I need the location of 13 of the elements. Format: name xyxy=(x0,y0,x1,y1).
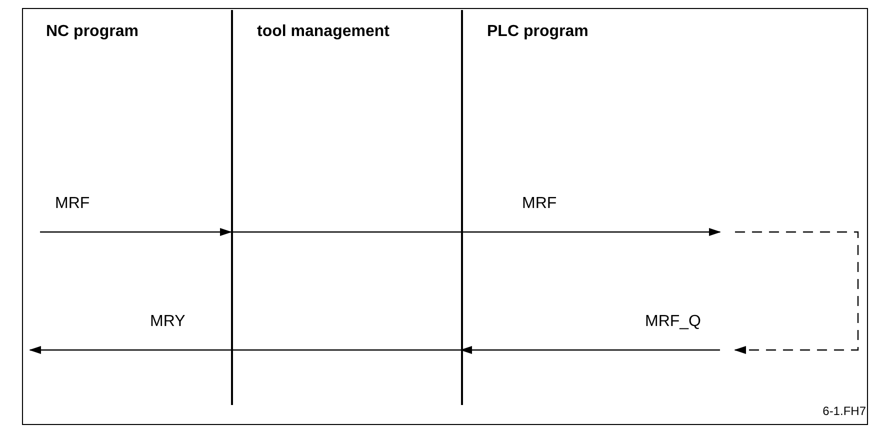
arrow xyxy=(734,231,859,354)
lane-heading: NC program xyxy=(46,22,138,42)
edge-label: MRY xyxy=(150,312,186,332)
arrow xyxy=(460,346,720,354)
arrow xyxy=(40,228,232,236)
edge-label: MRF xyxy=(522,194,557,214)
lane-heading: PLC program xyxy=(487,22,588,42)
lane-heading: tool management xyxy=(257,22,390,42)
edge-label: MRF xyxy=(55,194,90,214)
edge-label: MRF_Q xyxy=(645,312,701,332)
arrow xyxy=(29,346,461,354)
figure-number: 6-1.FH7 xyxy=(822,403,866,420)
arrow xyxy=(231,228,721,236)
